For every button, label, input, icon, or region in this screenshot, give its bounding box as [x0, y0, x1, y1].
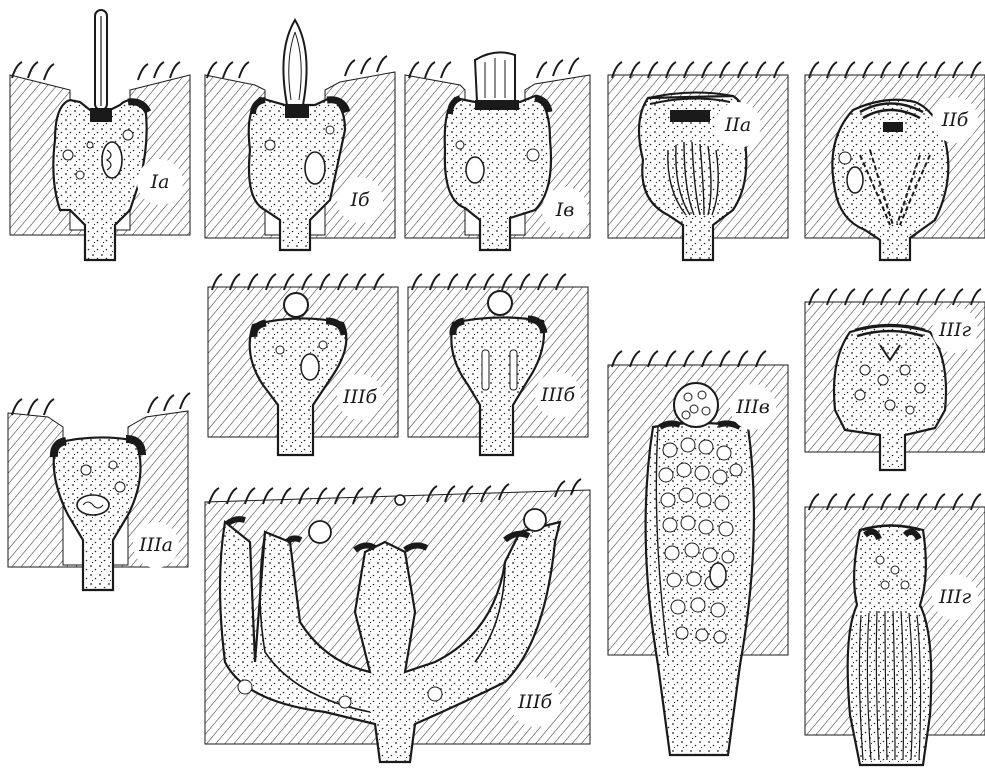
cell-diagram-IIIg1: [805, 270, 985, 470]
panel-IIIg2: IIIг: [805, 475, 985, 765]
panel-IIIb1: IIIб: [208, 255, 398, 455]
panel-label-IIIb3: IIIб: [510, 677, 560, 727]
panel-label-Iv: Iв: [542, 187, 588, 233]
panel-IIIb3: IIIб: [205, 462, 590, 762]
panel-Iv: Iв: [405, 40, 590, 250]
cell-diagram-IIIb2: [408, 255, 588, 455]
panel-Ia: Iа: [10, 10, 190, 260]
panel-label-IIIg2: IIIг: [932, 574, 978, 620]
panel-label-IIIg1: IIIг: [932, 307, 978, 353]
panel-label-IIa: IIа: [715, 102, 761, 148]
panel-label-Ib: Iб: [337, 177, 383, 223]
panel-IIIa: IIIа: [8, 375, 188, 595]
cell-diagram-IIb: [805, 40, 985, 260]
panel-Ib: Iб: [205, 10, 395, 250]
panel-label-IIIb1: IIIб: [337, 374, 383, 420]
panel-IIb: IIб: [805, 40, 985, 260]
panel-label-IIb: IIб: [932, 97, 978, 143]
panel-IIIb2: IIIб: [408, 255, 588, 455]
cell-diagram-IIIg2: [805, 475, 985, 765]
cell-diagram-IIIb1: [208, 255, 398, 455]
cell-diagram-IIa: [608, 40, 788, 260]
panel-label-IIIa: IIIа: [133, 522, 179, 568]
panel-label-Ia: Iа: [137, 159, 183, 205]
panel-label-IIIb2: IIIб: [535, 372, 581, 418]
panel-IIa: IIа: [608, 40, 788, 260]
panel-IIIv: IIIв: [608, 335, 788, 755]
panel-label-IIIv: IIIв: [730, 384, 776, 430]
cell-diagram-Ia: [10, 10, 190, 260]
panel-IIIg1: IIIг: [805, 270, 985, 470]
